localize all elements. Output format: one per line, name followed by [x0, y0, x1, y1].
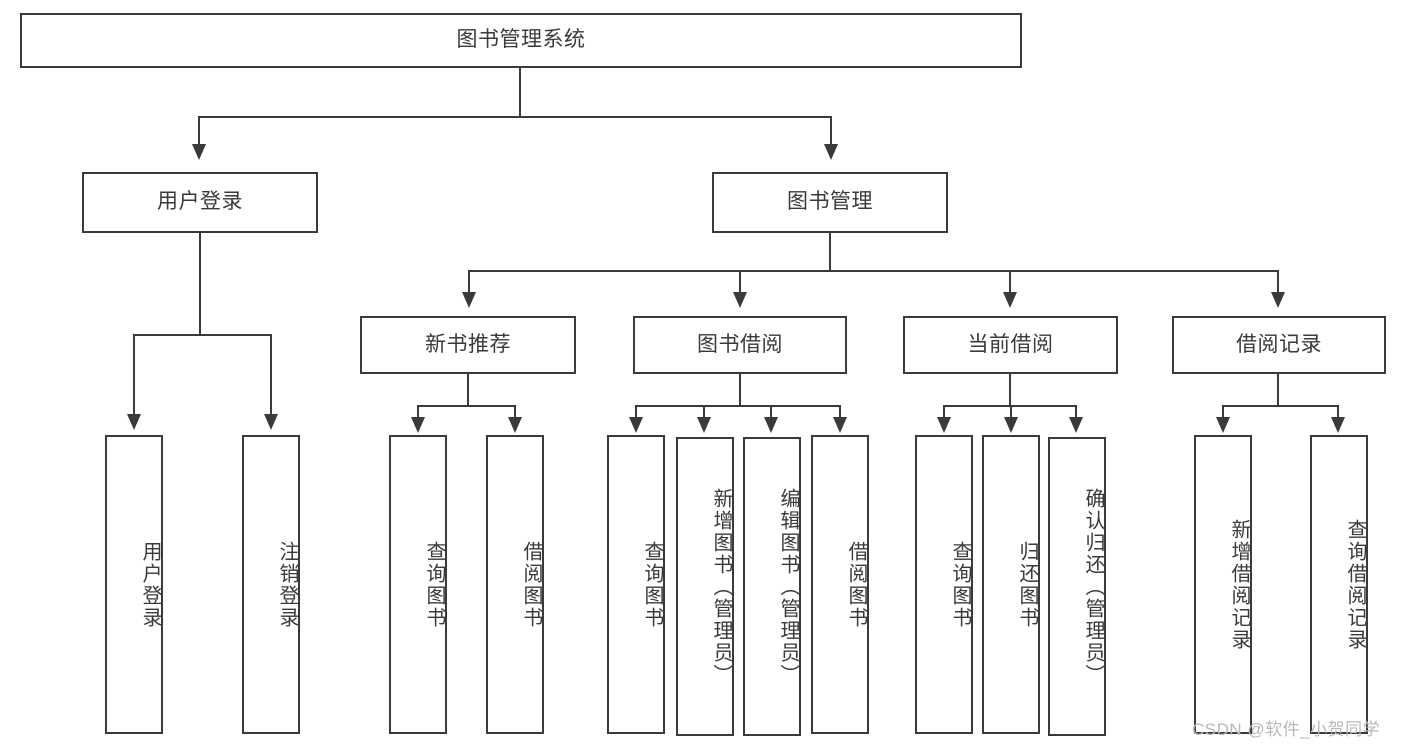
- arrow-to-borrow-record: [1271, 292, 1285, 308]
- connector-borrow-record-stem: [1277, 374, 1279, 406]
- connector-book-borrow-stem: [739, 374, 741, 406]
- leaf-book-borrow-borrow-book[interactable]: 借阅图书: [811, 435, 869, 734]
- leaf-new-book-recommend-borrow-book[interactable]: 借阅图书: [486, 435, 544, 734]
- connector-to-new-book-recommend: [468, 270, 470, 294]
- node-label: 确认归还（管理员）: [1082, 487, 1104, 686]
- connector-root-stem: [519, 68, 521, 117]
- connector-level2-bar: [198, 116, 832, 118]
- connector-bb-leaf-1: [635, 405, 637, 419]
- leaf-borrow-record-add-record[interactable]: 新增借阅记录: [1194, 435, 1252, 734]
- connector-borrow-record-bar: [1222, 405, 1339, 407]
- node-label: 图书管理系统: [456, 28, 586, 52]
- node-book-borrow[interactable]: 图书借阅: [633, 316, 847, 374]
- leaf-current-borrow-query-book[interactable]: 查询图书: [915, 435, 973, 734]
- node-label: 新增借阅记录: [1228, 518, 1250, 651]
- node-new-book-recommend[interactable]: 新书推荐: [360, 316, 576, 374]
- connector-book-borrow-bar: [635, 405, 841, 407]
- node-label: 查询借阅记录: [1344, 518, 1366, 651]
- arrow-bb-leaf-4: [833, 417, 847, 433]
- node-user-login[interactable]: 用户登录: [82, 172, 318, 233]
- leaf-current-borrow-confirm-return-admin[interactable]: 确认归还（管理员）: [1048, 437, 1106, 736]
- csdn-watermark: CSDN @软件_小贺同学: [1192, 720, 1381, 739]
- arrow-to-book-management: [824, 144, 838, 160]
- connector-new-book-recommend-bar: [417, 405, 516, 407]
- node-label: 查询图书: [949, 540, 971, 629]
- node-label: 借阅图书: [845, 540, 867, 629]
- connector-br-leaf-2: [1337, 405, 1339, 419]
- connector-user-login-stem: [199, 233, 201, 335]
- node-label: 用户登录: [139, 540, 161, 629]
- node-label: 图书借阅: [697, 332, 783, 356]
- node-root-book-management-system[interactable]: 图书管理系统: [20, 13, 1022, 68]
- arrow-user-login-leaf-1: [127, 414, 141, 430]
- connector-cb-leaf-2: [1010, 405, 1012, 419]
- leaf-user-login-logout[interactable]: 注销登录: [242, 435, 300, 734]
- connector-cb-leaf-1: [943, 405, 945, 419]
- arrow-to-book-borrow: [733, 292, 747, 308]
- connector-level3-bar: [468, 270, 1278, 272]
- node-label: 查询图书: [641, 540, 663, 629]
- node-label: 当前借阅: [967, 332, 1054, 356]
- arrow-bb-leaf-3: [764, 417, 778, 433]
- node-label: 用户登录: [157, 190, 243, 214]
- arrow-bb-leaf-1: [629, 417, 643, 433]
- connector-to-book-management: [830, 116, 832, 146]
- connector-bb-leaf-4: [839, 405, 841, 419]
- arrow-to-new-book-recommend: [462, 292, 476, 308]
- connector-nbr-leaf-2: [514, 405, 516, 419]
- connector-to-user-login: [198, 116, 200, 146]
- arrow-br-leaf-1: [1216, 417, 1230, 433]
- connector-bb-leaf-2: [703, 405, 705, 419]
- node-label: 图书管理: [787, 190, 873, 214]
- leaf-borrow-record-query-record[interactable]: 查询借阅记录: [1310, 435, 1368, 734]
- connector-book-management-stem: [829, 233, 831, 271]
- leaf-book-borrow-query-book[interactable]: 查询图书: [607, 435, 665, 734]
- node-label: 注销登录: [276, 540, 298, 629]
- node-label: 借阅记录: [1236, 332, 1322, 356]
- arrow-br-leaf-2: [1331, 417, 1345, 433]
- node-label: 编辑图书（管理员）: [777, 487, 799, 686]
- arrow-to-user-login: [192, 144, 206, 160]
- node-borrow-record[interactable]: 借阅记录: [1172, 316, 1386, 374]
- node-book-management[interactable]: 图书管理: [712, 172, 948, 233]
- connector-current-borrow-stem: [1009, 374, 1011, 406]
- leaf-book-borrow-edit-book-admin[interactable]: 编辑图书（管理员）: [743, 437, 801, 736]
- connector-to-current-borrow: [1009, 270, 1011, 294]
- arrow-bb-leaf-2: [697, 417, 711, 433]
- leaf-current-borrow-return-book[interactable]: 归还图书: [982, 435, 1040, 734]
- node-label: 新书推荐: [425, 332, 511, 356]
- leaf-book-borrow-add-book-admin[interactable]: 新增图书（管理员）: [676, 437, 734, 736]
- connector-nbr-leaf-1: [417, 405, 419, 419]
- leaf-user-login-login[interactable]: 用户登录: [105, 435, 163, 734]
- leaf-new-book-recommend-query-book[interactable]: 查询图书: [389, 435, 447, 734]
- connector-new-book-recommend-stem: [467, 374, 469, 406]
- arrow-cb-leaf-1: [937, 417, 951, 433]
- node-current-borrow[interactable]: 当前借阅: [903, 316, 1118, 374]
- connector-bb-leaf-3: [770, 405, 772, 419]
- connector-user-login-leaf-2: [270, 334, 272, 416]
- connector-user-login-bar: [133, 334, 272, 336]
- connector-br-leaf-1: [1222, 405, 1224, 419]
- arrow-nbr-leaf-2: [508, 417, 522, 433]
- arrow-cb-leaf-2: [1004, 417, 1018, 433]
- arrow-to-current-borrow: [1003, 292, 1017, 308]
- arrow-cb-leaf-3: [1069, 417, 1083, 433]
- node-label: 借阅图书: [520, 540, 542, 629]
- node-label: 查询图书: [423, 540, 445, 629]
- node-label: 归还图书: [1016, 540, 1038, 629]
- connector-user-login-leaf-1: [133, 334, 135, 416]
- arrow-user-login-leaf-2: [264, 414, 278, 430]
- connector-to-borrow-record: [1277, 270, 1279, 294]
- arrow-nbr-leaf-1: [411, 417, 425, 433]
- connector-cb-leaf-3: [1075, 405, 1077, 419]
- node-label: 新增图书（管理员）: [710, 487, 732, 686]
- connector-to-book-borrow: [739, 270, 741, 294]
